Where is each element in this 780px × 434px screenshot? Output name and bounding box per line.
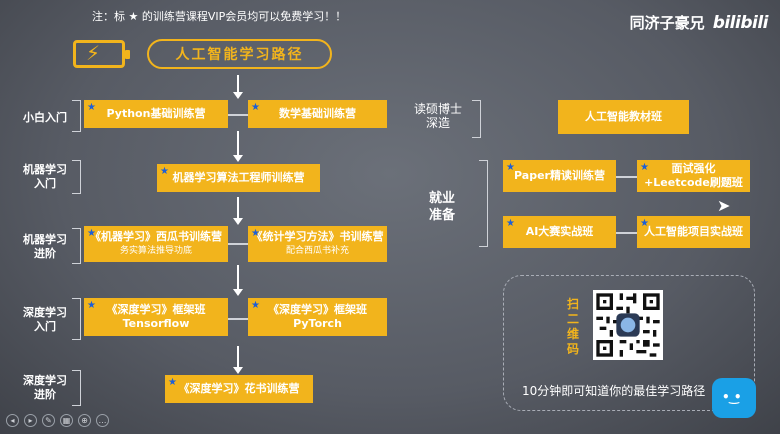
stage-label-ml-advanced: 机器学习 进阶 [23,233,67,260]
connector-line [228,243,248,245]
next-slide-icon[interactable]: ▸ [24,414,37,427]
course-ai-contest[interactable]: ★ AI大赛实战班 [503,216,616,248]
page-title: 人工智能学习路径 [147,39,332,69]
star-icon: ★ [87,300,96,311]
slides-grid-icon[interactable]: ▦ [60,414,73,427]
course-label: AI大赛实战班 [525,225,594,238]
bilibili-logo: bilibili [712,12,769,33]
connector-line [616,232,638,234]
star-icon: ★ [251,102,260,113]
course-math[interactable]: ★ 数学基础训练营 [248,100,387,128]
connector-line [228,114,248,116]
course-stat[interactable]: ★ 《统计学习方法》书训练营 配合西瓜书补充 [248,226,387,262]
course-flower-book[interactable]: ★ 《深度学习》花书训练营 [165,375,313,403]
mouse-cursor-icon: ➤ [717,196,731,215]
course-sublabel: 配合西瓜书补充 [285,246,349,256]
stage-label-beginner: 小白入门 [23,111,67,124]
bracket [72,228,81,264]
zoom-icon[interactable]: ⊕ [78,414,91,427]
vip-note: 注：标 ★ 的训练营课程VIP会员均可以免费学习！！ [92,10,347,23]
course-label: 机器学习算法工程师训练营 [172,171,305,184]
qr-code[interactable] [593,290,663,360]
course-tensorflow[interactable]: ★ 《深度学习》框架班 Tensorflow [84,298,228,336]
battery-icon: ⚡ [73,40,130,68]
stage-label-ml-intro: 机器学习 入门 [23,163,67,190]
scan-label: 扫二维码 [566,297,579,356]
star-icon: ★ [640,218,649,229]
course-label: 《深度学习》框架班 [106,303,206,316]
course-label: Python基础训练营 [106,107,206,120]
bracket [472,100,481,138]
stage-label-job-prep: 就业 准备 [428,191,455,223]
connector-line [228,318,248,320]
flow-arrow [233,265,243,296]
bracket [479,160,488,247]
star-icon: ★ [506,218,515,229]
course-sublabel: 务实算法推导功底 [119,246,192,256]
course-label: 《统计学习方法》书训练营 [251,230,384,243]
star-icon: ★ [506,162,515,173]
qr-caption: 10分钟即可知道你的最佳学习路径 [522,384,706,398]
course-interview[interactable]: ★ 面试强化 +Leetcode刷题班 [637,160,750,192]
tv-face-icon: • ͜• [722,390,742,404]
course-label: Paper精读训练营 [514,169,605,182]
qr-code-icon [593,290,663,360]
course-sublabel: PyTorch [293,317,342,330]
lightning-icon: ⚡ [86,41,101,65]
course-textbook[interactable]: 人工智能教材班 [558,100,689,134]
stage-label-dl-advanced: 深度学习 进阶 [23,374,67,401]
flow-arrow [233,346,243,374]
channel-brand: 同济子豪兄 bilibili [629,12,769,33]
course-label: 人工智能教材班 [585,110,662,123]
bracket [72,160,81,194]
pen-icon[interactable]: ✎ [42,414,55,427]
course-label: 面试强化 +Leetcode刷题班 [644,162,743,189]
star-icon: ★ [87,228,96,239]
more-icon[interactable]: … [96,414,109,427]
course-paper-reading[interactable]: ★ Paper精读训练营 [503,160,616,192]
qr-panel [503,275,755,411]
course-label: 《深度学习》框架班 [268,303,367,316]
star-icon: ★ [168,377,177,388]
star-icon: ★ [87,102,96,113]
bilibili-tv-icon[interactable]: • ͜• [712,378,756,418]
course-label: 人工智能项目实战班 [644,225,743,238]
course-label: 《机器学习》西瓜书训练营 [90,230,222,243]
star-icon: ★ [640,162,649,173]
star-icon: ★ [251,300,260,311]
stage-label-dl-intro: 深度学习 入门 [23,306,67,333]
bracket [72,100,81,132]
channel-name: 同济子豪兄 [629,14,705,32]
course-ai-project[interactable]: ★ 人工智能项目实战班 [637,216,750,248]
star-icon: ★ [251,228,260,239]
presentation-toolbar: ◂ ▸ ✎ ▦ ⊕ … [6,414,109,427]
star-icon: ★ [160,166,169,177]
course-python[interactable]: ★ Python基础训练营 [84,100,228,128]
course-label: 数学基础训练营 [279,107,356,120]
course-pytorch[interactable]: ★ 《深度学习》框架班 PyTorch [248,298,387,336]
course-ml-engineer[interactable]: ★ 机器学习算法工程师训练营 [157,164,320,192]
prev-slide-icon[interactable]: ◂ [6,414,19,427]
connector-line [616,176,638,178]
bracket [72,370,81,406]
stage-label-grad-school: 读硕博士 深造 [413,102,462,130]
flow-arrow [233,131,243,162]
course-sublabel: Tensorflow [122,317,190,330]
course-label: 《深度学习》花书训练营 [178,382,300,395]
flow-arrow [233,197,243,225]
bracket [72,298,81,340]
course-watermelon[interactable]: ★ 《机器学习》西瓜书训练营 务实算法推导功底 [84,226,228,262]
flow-arrow [233,75,243,99]
